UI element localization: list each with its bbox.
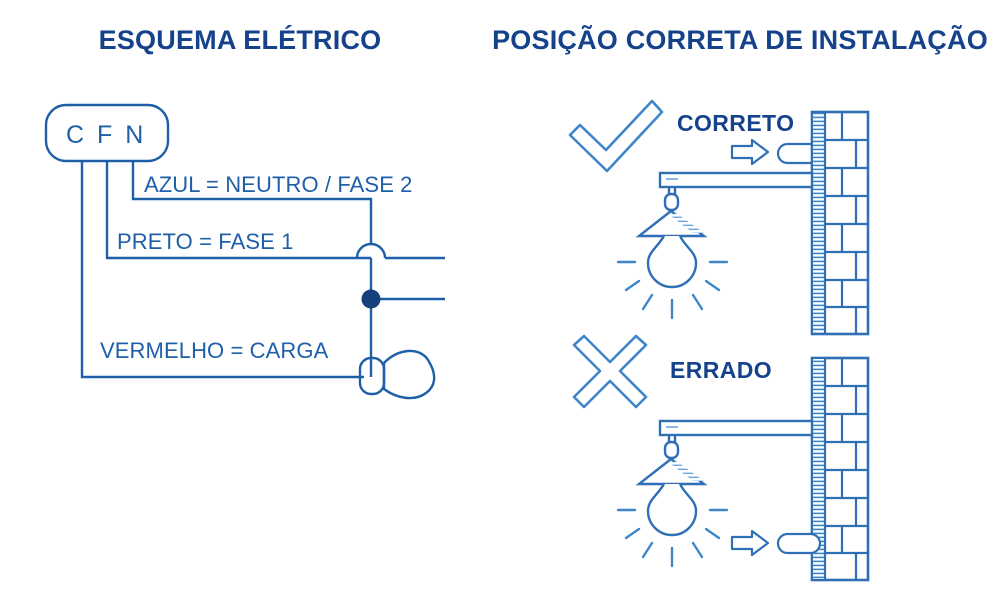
junction-dot: [361, 289, 381, 309]
wire-preto-fase1: [105, 161, 371, 260]
arrow-right-icon-errado: [730, 529, 770, 557]
wire-hop: [355, 242, 387, 259]
wire-vermelho-carga: [80, 161, 364, 379]
status-badge-correto: CORRETO: [677, 110, 795, 136]
brick-wall-correto: [810, 110, 870, 336]
cross-mark-icon: [572, 334, 648, 409]
status-badge-errado: ERRADO: [670, 357, 773, 383]
wall-lamp-correto: [616, 171, 814, 320]
page-title-electrical-schematic: ESQUEMA ELÉTRICO: [98, 25, 382, 55]
page-title-installation-position: POSIÇÃO CORRETA DE INSTALAÇÃO: [492, 25, 988, 55]
wire-label-preto: PRETO = FASE 1: [117, 229, 294, 254]
cable-capsule-errado: [776, 532, 822, 555]
wall-lamp-errado: [616, 419, 814, 568]
electrical-schematic-panel: ESQUEMA ELÉTRICO: [0, 0, 480, 604]
wire-label-vermelho: VERMELHO = CARGA: [100, 338, 329, 363]
lamp-bulb: [382, 349, 436, 400]
wire-azul-neutro: [131, 161, 373, 243]
arrow-right-icon-correto: [730, 138, 770, 166]
brick-wall-errado: [810, 356, 870, 582]
check-mark-icon: [568, 99, 664, 173]
terminal-box-label: C F N: [66, 121, 147, 149]
installation-position-panel: POSIÇÃO CORRETA DE INSTALAÇÃO: [480, 0, 1000, 604]
installation-drawing: [568, 99, 870, 582]
wire-label-azul: AZUL = NEUTRO / FASE 2: [144, 172, 413, 197]
schematic-drawing: [44, 103, 445, 400]
